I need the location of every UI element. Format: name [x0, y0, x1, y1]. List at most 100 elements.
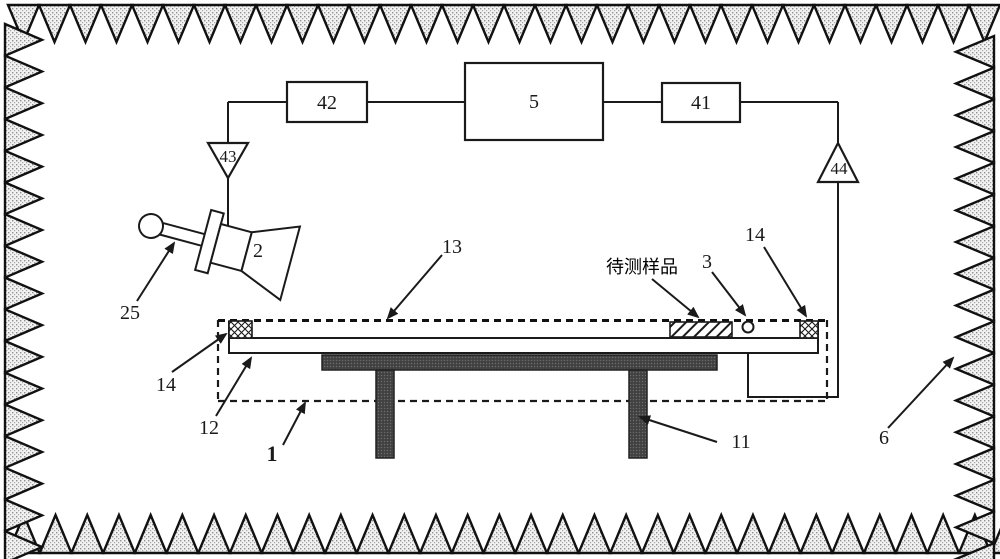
- label-44: 44: [831, 159, 849, 178]
- amplifier-triangle-44: [816, 140, 860, 184]
- absorber-cone: [564, 3, 599, 46]
- label-3: 3: [702, 251, 712, 273]
- lower-plate-12: [228, 337, 819, 354]
- arrow-3-probe: [711, 271, 747, 317]
- absorber-cone: [545, 511, 581, 555]
- absorber-cone: [161, 3, 196, 46]
- absorber-cone: [703, 511, 739, 555]
- control-unit-box-5: [463, 61, 605, 142]
- absorber-cone: [192, 3, 227, 46]
- label-1: 1: [267, 441, 278, 466]
- absorber-cone: [37, 511, 74, 555]
- sample-under-test-block: [669, 321, 733, 338]
- absorber-cone: [354, 511, 391, 555]
- absorber-cone: [812, 3, 847, 46]
- absorber-wall-right: [952, 34, 996, 559]
- absorber-cone: [952, 319, 996, 355]
- absorber-cone: [323, 511, 359, 555]
- absorber-cone: [3, 529, 46, 559]
- label-13: 13: [442, 236, 462, 258]
- absorber-cone: [378, 3, 413, 46]
- label-41: 41: [691, 92, 711, 114]
- absorber-cone: [843, 3, 878, 46]
- absorber-cone: [952, 414, 996, 450]
- absorber-cone: [130, 3, 165, 46]
- absorber-cone: [952, 160, 996, 197]
- absorber-cone: [3, 497, 46, 534]
- label-sample-under-test: 待测样品: [606, 257, 678, 277]
- label-11: 11: [731, 431, 750, 453]
- absorber-wall-top: [6, 3, 1000, 46]
- absorber-cone: [347, 3, 382, 46]
- absorber-cone: [418, 511, 454, 555]
- absorber-cone: [3, 117, 46, 153]
- absorber-cone: [223, 3, 258, 46]
- absorber-cone: [513, 511, 549, 555]
- absorber-cone: [99, 3, 134, 46]
- absorber-cone: [164, 511, 201, 555]
- absorber-cone: [952, 382, 996, 419]
- absorber-cone: [3, 180, 46, 217]
- arrow-14-left: [171, 332, 228, 373]
- absorber-cone: [259, 511, 296, 555]
- absorber-cone: [719, 3, 754, 46]
- label-25: 25: [120, 302, 140, 324]
- arrow-13-plate: [386, 254, 443, 320]
- absorber-cone: [449, 511, 486, 555]
- absorber-cone: [952, 192, 996, 229]
- absorber-cone: [3, 465, 46, 502]
- absorber-cone: [798, 511, 835, 555]
- absorber-cone: [671, 511, 708, 555]
- absorber-cone: [3, 339, 46, 375]
- absorber-cone: [952, 477, 996, 514]
- probe-circle-3: [741, 320, 755, 334]
- arrow-11-leg: [638, 415, 718, 443]
- absorber-cone: [735, 511, 771, 555]
- arrow-12-plate: [215, 356, 253, 417]
- absorber-cone: [3, 275, 46, 312]
- absorber-cone: [196, 511, 232, 555]
- horn-antenna-assembly: [138, 208, 302, 302]
- label-6: 6: [879, 427, 889, 449]
- arrow-sample: [651, 278, 700, 319]
- absorber-cone: [37, 3, 72, 46]
- absorber-cone: [481, 511, 518, 555]
- absorber-cone: [3, 307, 46, 343]
- absorber-wall-left: [3, 22, 46, 559]
- absorber-cone: [3, 148, 46, 185]
- absorber-cone: [386, 511, 422, 555]
- right-branch-wire: [747, 102, 839, 398]
- absorber-cone: [3, 244, 46, 280]
- signal-chain-wiring: [227, 101, 839, 398]
- absorber-cone: [6, 3, 41, 46]
- absorber-cone: [316, 3, 351, 46]
- label-14-left: 14: [156, 374, 176, 396]
- absorber-cone: [3, 85, 46, 121]
- arrow-25-handle: [136, 241, 176, 302]
- absorber-cone: [502, 3, 537, 46]
- absorber-cone: [471, 3, 506, 46]
- label-2: 2: [253, 240, 263, 262]
- absorber-cone: [952, 509, 996, 546]
- arrow-6-wall: [887, 356, 955, 429]
- filter-box-42: [285, 80, 369, 124]
- absorber-cone: [576, 511, 613, 555]
- absorber-cone: [874, 3, 909, 46]
- arrow-14-right: [763, 246, 808, 318]
- absorber-cone: [68, 3, 103, 46]
- absorber-wall-bottom: [6, 511, 1000, 555]
- absorber-cone: [285, 3, 320, 46]
- absorber-cone: [3, 434, 46, 470]
- absorber-cone: [952, 287, 996, 324]
- table-top-slab: [321, 354, 718, 371]
- label-5: 5: [529, 91, 539, 113]
- absorber-cone: [3, 370, 46, 407]
- absorber-cone: [3, 402, 46, 438]
- absorber-cone: [640, 511, 676, 555]
- absorber-cone: [830, 511, 866, 555]
- absorber-cone: [952, 446, 996, 482]
- absorber-cone: [3, 212, 46, 248]
- absorber-cone: [254, 3, 289, 46]
